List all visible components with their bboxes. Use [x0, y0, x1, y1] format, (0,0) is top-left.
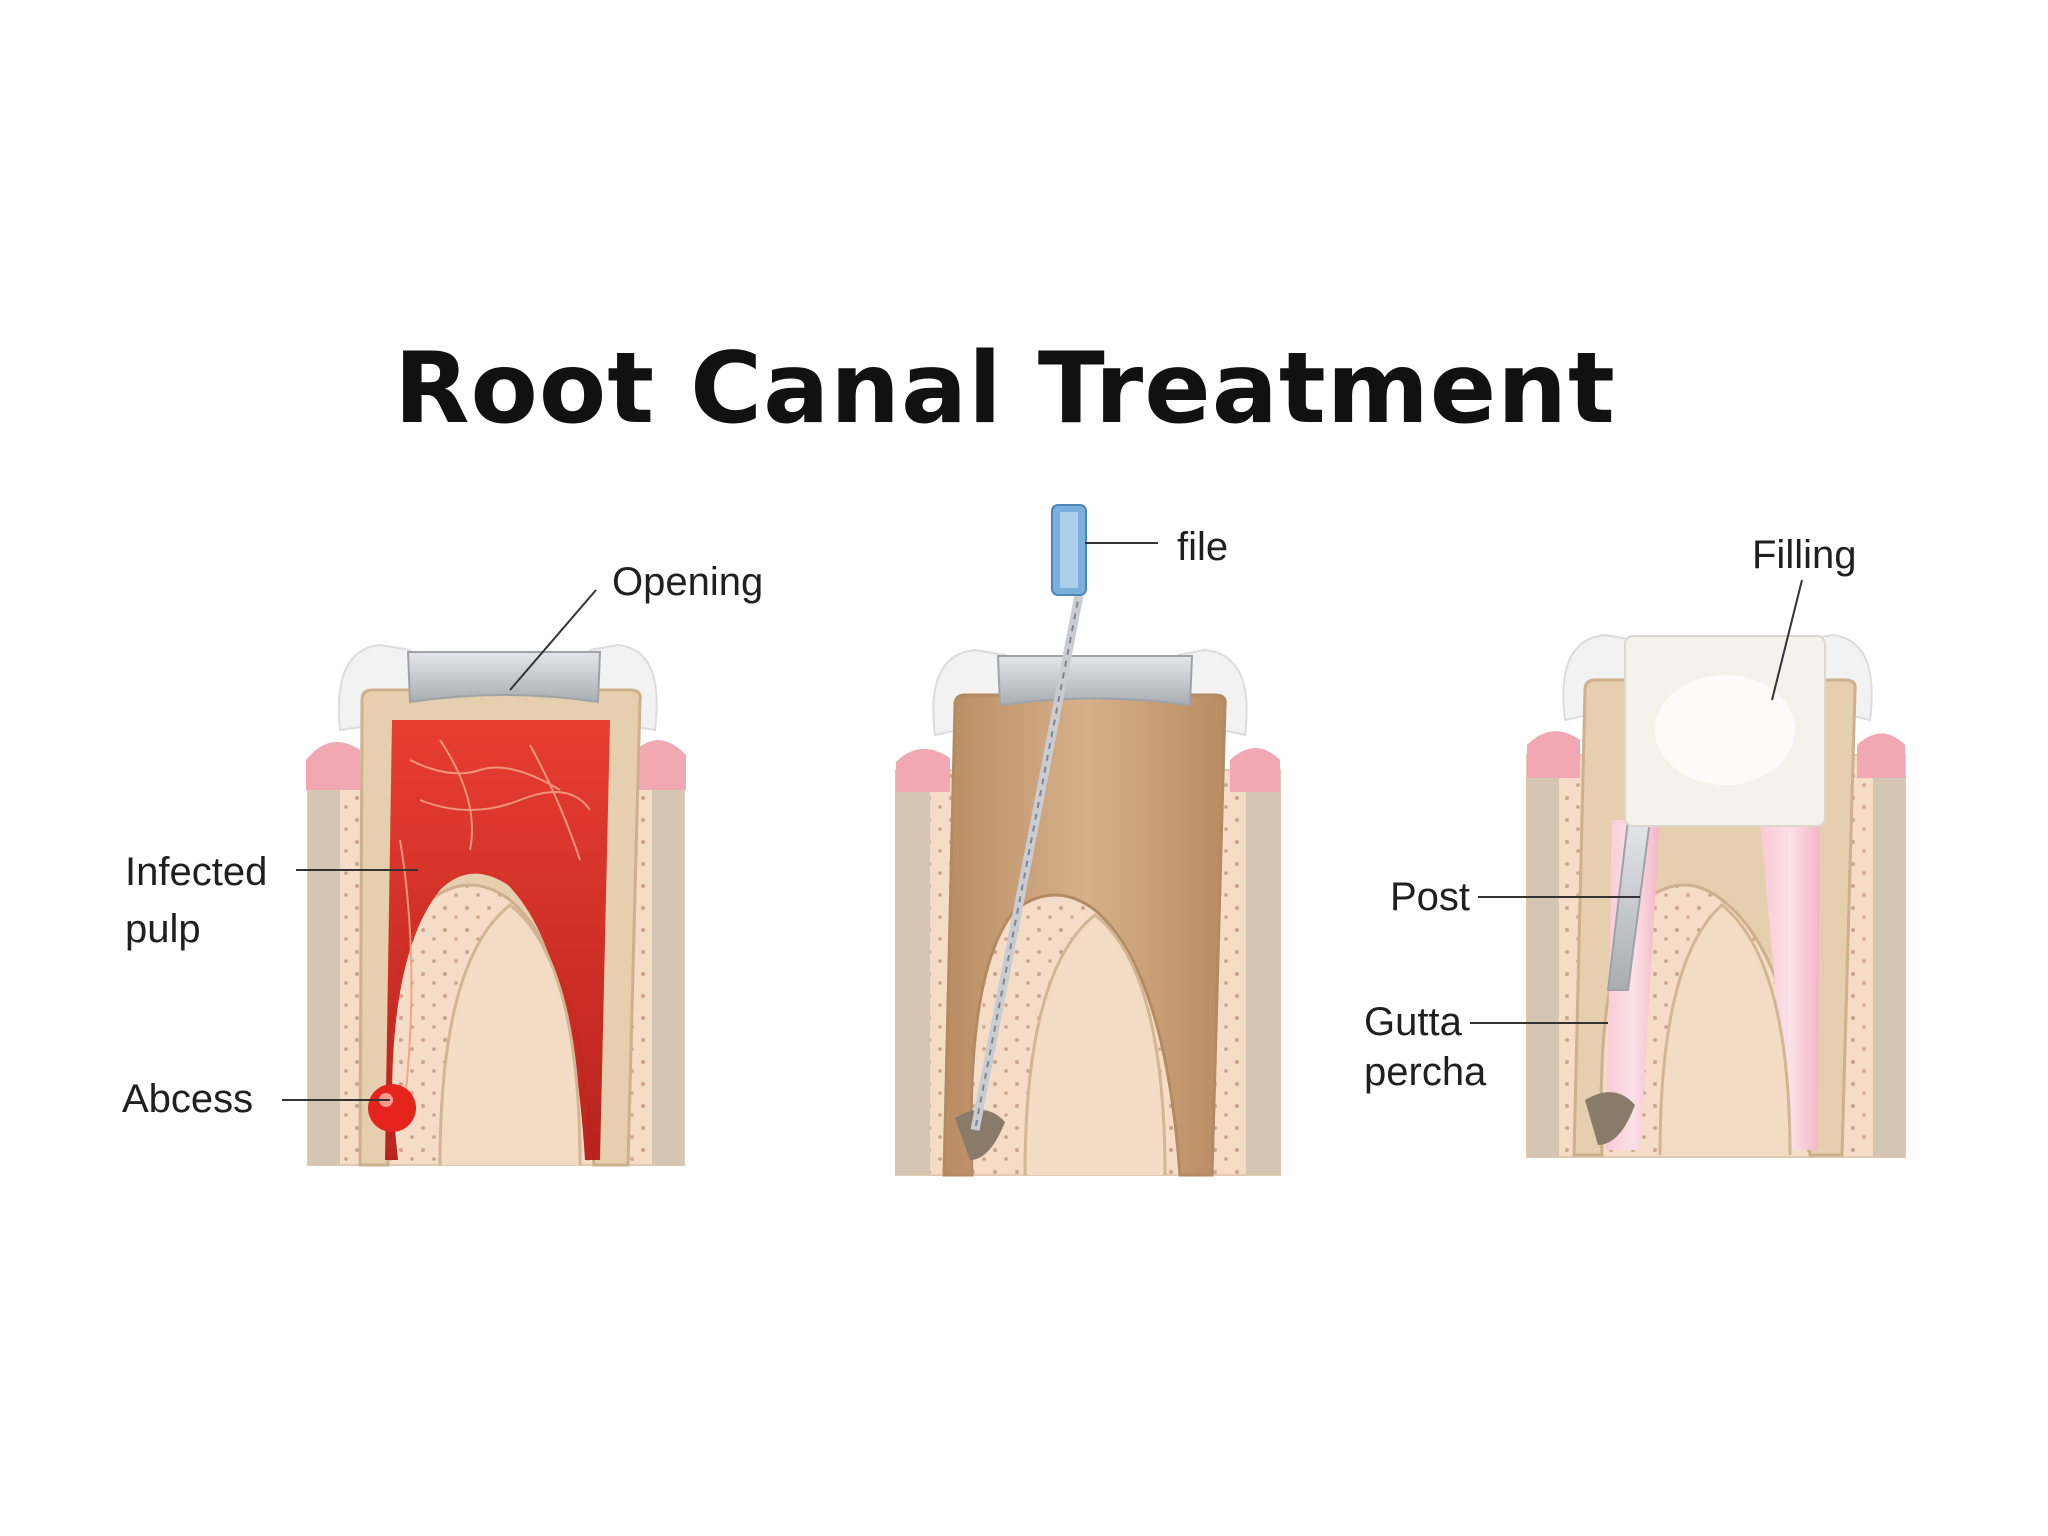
filling-leader [1771, 579, 1803, 701]
infected-pulp [385, 720, 610, 1160]
gum-left-2 [896, 748, 950, 792]
gutta-label-line2: percha [1364, 1050, 1487, 1094]
panel-cleaning: file [895, 504, 1281, 1177]
root-tip-3 [1585, 1092, 1635, 1145]
infected-pulp-label-line2: pulp [125, 907, 201, 951]
opening-leader [509, 589, 597, 691]
file-instrument [970, 504, 1087, 1131]
gutta-label-line1: Gutta [1364, 1000, 1463, 1044]
file-label: file [1177, 525, 1228, 569]
gum-right-1 [636, 740, 686, 790]
infected-pulp-label-line1: Infected [125, 850, 267, 894]
gum-left-1 [306, 742, 360, 790]
root-inner-3 [1658, 903, 1792, 1156]
gum-right-3 [1857, 733, 1905, 778]
gum-left-3 [1527, 731, 1580, 778]
panel-infected: Opening Infected pulp Abcess [122, 560, 763, 1167]
filling-label: Filling [1752, 533, 1856, 577]
abcess-blob [368, 1084, 416, 1132]
tooth-outline-2 [942, 693, 1227, 1177]
page-title: Root Canal Treatment [394, 332, 1616, 446]
opening-crown [406, 651, 602, 704]
post-label: Post [1390, 875, 1470, 919]
panel-filled: Filling Post Gutta percha [1364, 533, 1906, 1158]
gutta-percha-right [1760, 820, 1820, 1150]
root-inner-2 [1023, 913, 1167, 1176]
opening-label: Opening [612, 560, 763, 604]
gum-right-2 [1230, 748, 1280, 792]
crown-cap-2 [996, 655, 1194, 707]
abcess-label: Abcess [122, 1077, 253, 1121]
root-tip-2 [955, 1109, 1005, 1160]
root-inner-1 [438, 903, 582, 1166]
